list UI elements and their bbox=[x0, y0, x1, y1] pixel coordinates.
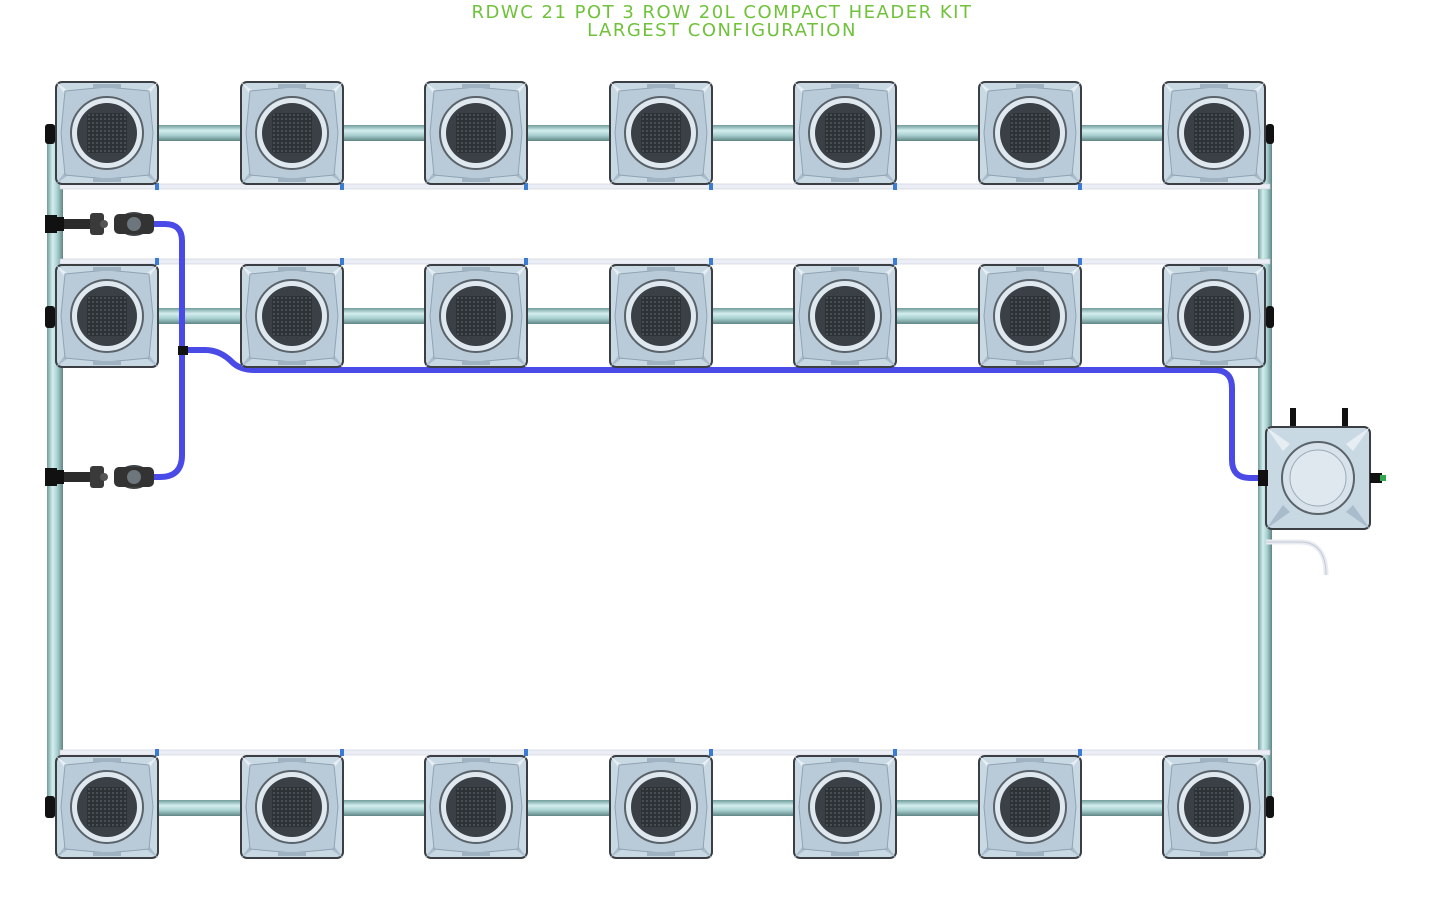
pot-r2-5 bbox=[793, 264, 897, 368]
pot-r1-5 bbox=[793, 81, 897, 185]
pot-r2-2 bbox=[240, 264, 344, 368]
pump-valve-bottom bbox=[50, 465, 154, 489]
row-2-return-line bbox=[59, 258, 1271, 265]
pump-valve-top bbox=[50, 212, 154, 236]
pot-r2-3 bbox=[424, 264, 528, 368]
pot-r3-6 bbox=[978, 755, 1082, 859]
pot-r1-4 bbox=[609, 81, 713, 185]
pot-r3-2 bbox=[240, 755, 344, 859]
pot-r3-5 bbox=[793, 755, 897, 859]
pot-r3-4 bbox=[609, 755, 713, 859]
pot-r2-1 bbox=[55, 264, 159, 368]
drain-tube-outline bbox=[1266, 541, 1327, 576]
pot-r2-6 bbox=[978, 264, 1082, 368]
pot-r3-3 bbox=[424, 755, 528, 859]
row-3-return-line bbox=[59, 749, 1271, 756]
pot-r1-1 bbox=[55, 81, 159, 185]
return-hose-main bbox=[179, 347, 1265, 481]
pot-r2-7 bbox=[1162, 264, 1266, 368]
pot-r2-4 bbox=[609, 264, 713, 368]
pot-r3-7 bbox=[1162, 755, 1266, 859]
diagram-title-line-2: LARGEST CONFIGURATION bbox=[587, 20, 857, 41]
diagram-title-line-1: RDWC 21 POT 3 ROW 20L COMPACT HEADER KIT bbox=[472, 2, 973, 23]
pot-r1-7 bbox=[1162, 81, 1266, 185]
return-line-connectors bbox=[155, 183, 1082, 756]
pot-r1-6 bbox=[978, 81, 1082, 185]
hose-tee-fitting bbox=[178, 346, 188, 355]
pot-r1-3 bbox=[424, 81, 528, 185]
control-bucket bbox=[1258, 408, 1386, 530]
elbow-fittings bbox=[45, 124, 1274, 818]
pot-r3-1 bbox=[55, 755, 159, 859]
pot-r1-2 bbox=[240, 81, 344, 185]
